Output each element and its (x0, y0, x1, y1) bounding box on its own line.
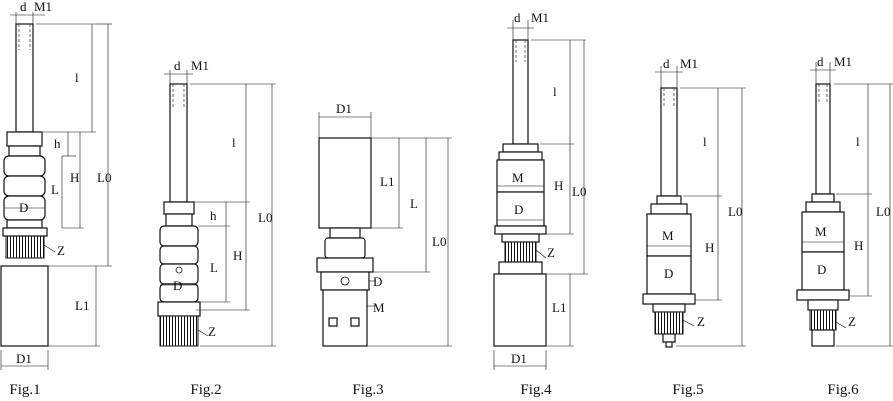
fig4-label-l: l (553, 84, 557, 99)
fig2-label-H: H (233, 248, 242, 263)
fig2-label-m1: M1 (191, 58, 209, 73)
fig1-rod (15, 23, 34, 133)
fig6-body (796, 193, 850, 347)
fig3-label-l1: L1 (380, 174, 394, 189)
fig3-body (316, 227, 374, 347)
fig4-label-D: D (514, 202, 523, 217)
fig1-dimensions (0, 12, 112, 370)
fig4-label-d1: D1 (511, 351, 527, 366)
fig4-label-l1: L1 (552, 300, 566, 315)
fig4-label-l0: L0 (572, 184, 586, 199)
fig5-label-H: H (705, 240, 714, 255)
fig5-label-D: D (664, 266, 673, 281)
fig3-label-M: M (373, 300, 385, 315)
fig5-label-M: M (662, 228, 674, 243)
fig5-dimensions (647, 66, 746, 347)
fig5-caption: Fig.5 (672, 382, 703, 398)
fig4-label-Z: Z (547, 245, 555, 260)
fig4-label-H: H (554, 178, 563, 193)
fig2-label-l0: L0 (258, 210, 272, 225)
figure-1: d M1 l L0 h H L D Z L1 D1 Fig.1 (0, 0, 112, 398)
fig2-rod (169, 83, 188, 203)
fig2-label-Z: Z (208, 324, 216, 339)
fig4-label-m1: M1 (531, 10, 549, 25)
fig2-label-l: l (232, 135, 236, 150)
fig1-label-d: d (20, 0, 27, 14)
figure-3: D1 L1 L L0 D M Fig.3 (316, 101, 452, 398)
fig5-label-l0: L0 (728, 204, 742, 219)
fig1-label-d1: D1 (16, 351, 32, 366)
fig3-caption: Fig.3 (352, 382, 383, 398)
fig3-label-L: L (410, 196, 418, 211)
fig1-label-L: L (51, 182, 59, 197)
fig4-rod (512, 39, 529, 145)
fig1-label-D: D (19, 200, 28, 215)
fig1-label-Z: Z (57, 243, 65, 258)
fig5-rod (660, 87, 678, 197)
fig2-label-d: d (174, 58, 181, 73)
fig5-label-l: l (703, 134, 707, 149)
fig3-label-d1: D1 (336, 101, 352, 116)
fig3-label-l0: L0 (432, 234, 446, 249)
fig6-label-m1: M1 (834, 54, 852, 69)
fig2-body (157, 201, 201, 347)
fig6-label-l: l (856, 134, 860, 149)
figure-6: d M1 l L0 M H D Z Fig.6 (796, 54, 893, 398)
fig4-body (494, 143, 547, 275)
fig1-caption: Fig.1 (9, 382, 40, 398)
fig2-dimensions (160, 70, 276, 347)
fig6-label-H: H (854, 238, 863, 253)
figure-5: d M1 l L0 M H D Z Fig.5 (642, 56, 746, 398)
fig4-dimensions (493, 20, 588, 370)
fig6-dimensions (802, 62, 893, 347)
fig2-label-D: D (173, 278, 182, 293)
fig1-label-H: H (70, 170, 79, 185)
fig4-label-M: M (512, 170, 524, 185)
fig3-label-D: D (373, 274, 382, 289)
figure-2: d M1 l L0 h L H D Z Fig.2 (157, 58, 276, 398)
fig5-label-m1: M1 (680, 56, 698, 71)
fig4-caption: Fig.4 (520, 382, 552, 398)
fig5-body (642, 195, 696, 348)
fig5-label-Z: Z (697, 314, 705, 329)
fig2-caption: Fig.2 (190, 382, 221, 398)
fig6-label-D: D (817, 262, 826, 277)
fig1-body (2, 131, 48, 259)
fig6-label-Z: Z (848, 314, 856, 329)
fig1-label-m1: M1 (34, 0, 52, 14)
fig6-label-d: d (817, 54, 824, 69)
figure-4: d M1 l L0 M H D Z L1 D1 Fig.4 (493, 10, 588, 398)
fig6-label-M: M (815, 224, 827, 239)
fig5-label-d: d (663, 56, 670, 71)
fig4-lower-cylinder (493, 273, 547, 347)
fig1-label-l1: L1 (75, 298, 89, 313)
fig1-lower-cylinder (0, 265, 49, 347)
fig1-label-l0: L0 (97, 170, 111, 185)
fig4-label-d: d (514, 10, 521, 25)
fig6-rod (815, 83, 831, 195)
fig3-top-cylinder (318, 137, 372, 229)
fig2-label-L: L (210, 260, 218, 275)
fig1-label-h: h (54, 136, 61, 151)
fig6-label-l0: L0 (876, 204, 890, 219)
fig3-dimensions (318, 112, 452, 347)
fig6-caption: Fig.6 (827, 382, 859, 398)
fig1-label-l: l (75, 70, 79, 85)
fig2-label-h: h (210, 208, 217, 223)
